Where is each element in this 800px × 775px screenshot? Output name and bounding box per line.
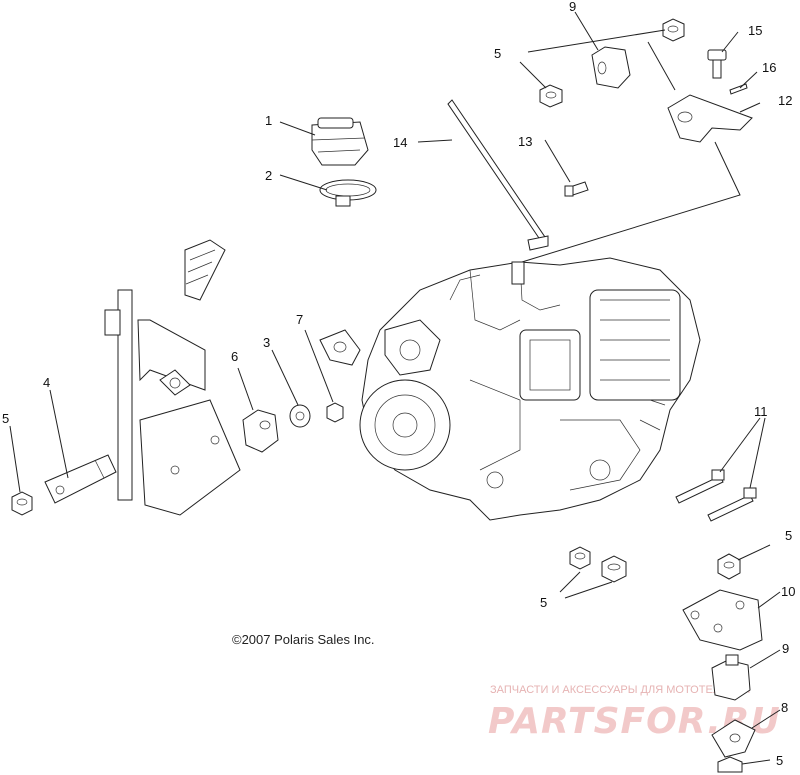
callout-5-left: 5 — [2, 411, 9, 426]
callout-16: 16 — [762, 60, 776, 75]
part-14-rod — [447, 99, 549, 251]
part-16-pin — [729, 83, 748, 95]
part-11-bolts — [675, 469, 757, 522]
part-5-nut-top-right — [662, 18, 685, 42]
callout-7: 7 — [296, 312, 303, 327]
callout-5-right: 5 — [785, 528, 792, 543]
callout-4: 4 — [43, 375, 50, 390]
callout-8: 8 — [781, 700, 788, 715]
engine-assembly — [359, 257, 701, 521]
part-12-bracket — [667, 94, 753, 143]
part-4-strap — [44, 454, 117, 504]
part-5-nut-left — [11, 491, 33, 516]
part-5-nut-bottom-right — [717, 756, 743, 773]
frame-bracket — [104, 239, 241, 516]
part-5-nut-bottom-b — [601, 555, 627, 583]
part-3-washer — [289, 404, 311, 428]
part-15-bolt — [707, 49, 727, 79]
callout-10: 10 — [781, 584, 795, 599]
leader-lines — [9, 11, 781, 765]
callout-5-bottom: 5 — [540, 595, 547, 610]
part-6-mount — [242, 409, 279, 453]
part-5-nut-top — [539, 84, 563, 108]
callout-9-bottom: 9 — [782, 641, 789, 656]
part-9-mount-top — [591, 46, 631, 89]
copyright-text: ©2007 Polaris Sales Inc. — [232, 632, 375, 647]
callout-15: 15 — [748, 23, 762, 38]
part-5-nut-right — [717, 553, 741, 580]
part-9-mount-bottom — [711, 654, 751, 701]
part-10-bracket — [682, 589, 763, 651]
part-5-nut-bottom-a — [569, 546, 591, 570]
part-13-bolt — [564, 181, 589, 197]
callout-2: 2 — [265, 168, 272, 183]
engine-mount-stub — [319, 329, 361, 366]
callout-14: 14 — [393, 135, 407, 150]
part-1-boot — [311, 117, 369, 166]
callout-1: 1 — [265, 113, 272, 128]
callout-9-top: 9 — [569, 0, 576, 14]
callout-12: 12 — [778, 93, 792, 108]
callout-3: 3 — [263, 335, 270, 350]
watermark-tagline: ЗАПЧАСТИ И АКСЕССУАРЫ ДЛЯ МОТОТЕХНИКИ — [490, 684, 750, 696]
callout-6: 6 — [231, 349, 238, 364]
part-2-clamp — [319, 179, 377, 207]
callout-5-top: 5 — [494, 46, 501, 61]
callout-11: 11 — [754, 404, 768, 419]
callout-5-bottom-right: 5 — [776, 753, 783, 768]
part-8-plate — [711, 719, 756, 758]
part-7-nut — [326, 402, 344, 423]
callout-13: 13 — [518, 134, 532, 149]
